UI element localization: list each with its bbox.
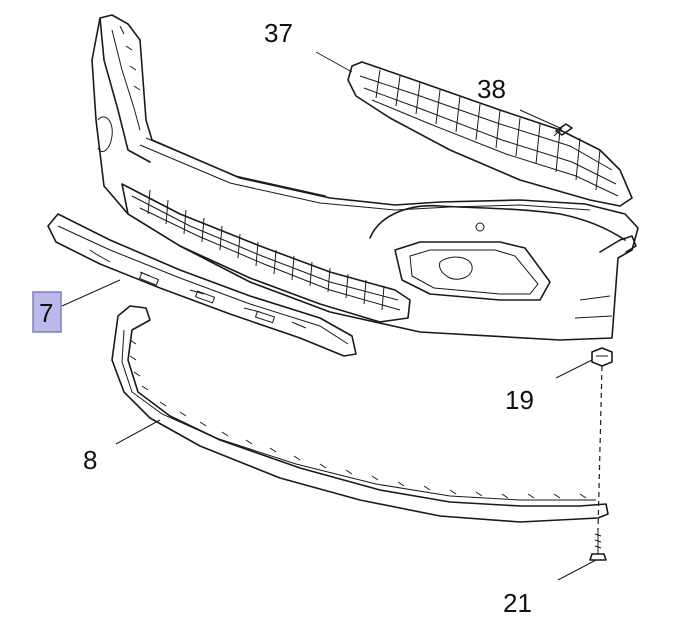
leader-21 [557, 559, 597, 581]
upper-grille [347, 61, 633, 207]
callout-19: 19 [505, 385, 534, 415]
leader-8 [115, 419, 161, 445]
skid-plate [111, 305, 609, 523]
clip-19 [591, 347, 613, 367]
leader-38 [519, 109, 561, 129]
bumper-cover [91, 14, 639, 341]
callout-7-highlight [32, 291, 62, 333]
leader-lines [61, 51, 597, 581]
screw-38 [553, 123, 573, 137]
leader-37 [315, 51, 353, 73]
leader-7 [61, 279, 121, 307]
callout-37: 37 [264, 18, 293, 48]
callout-38: 38 [477, 74, 506, 104]
assembly-line [597, 365, 603, 531]
callout-8: 8 [83, 445, 97, 475]
leader-19 [555, 359, 593, 379]
callout-21: 21 [503, 588, 532, 618]
bolt-21 [589, 530, 607, 561]
callout-7: 7 [39, 298, 53, 328]
trim-strip [47, 213, 357, 357]
